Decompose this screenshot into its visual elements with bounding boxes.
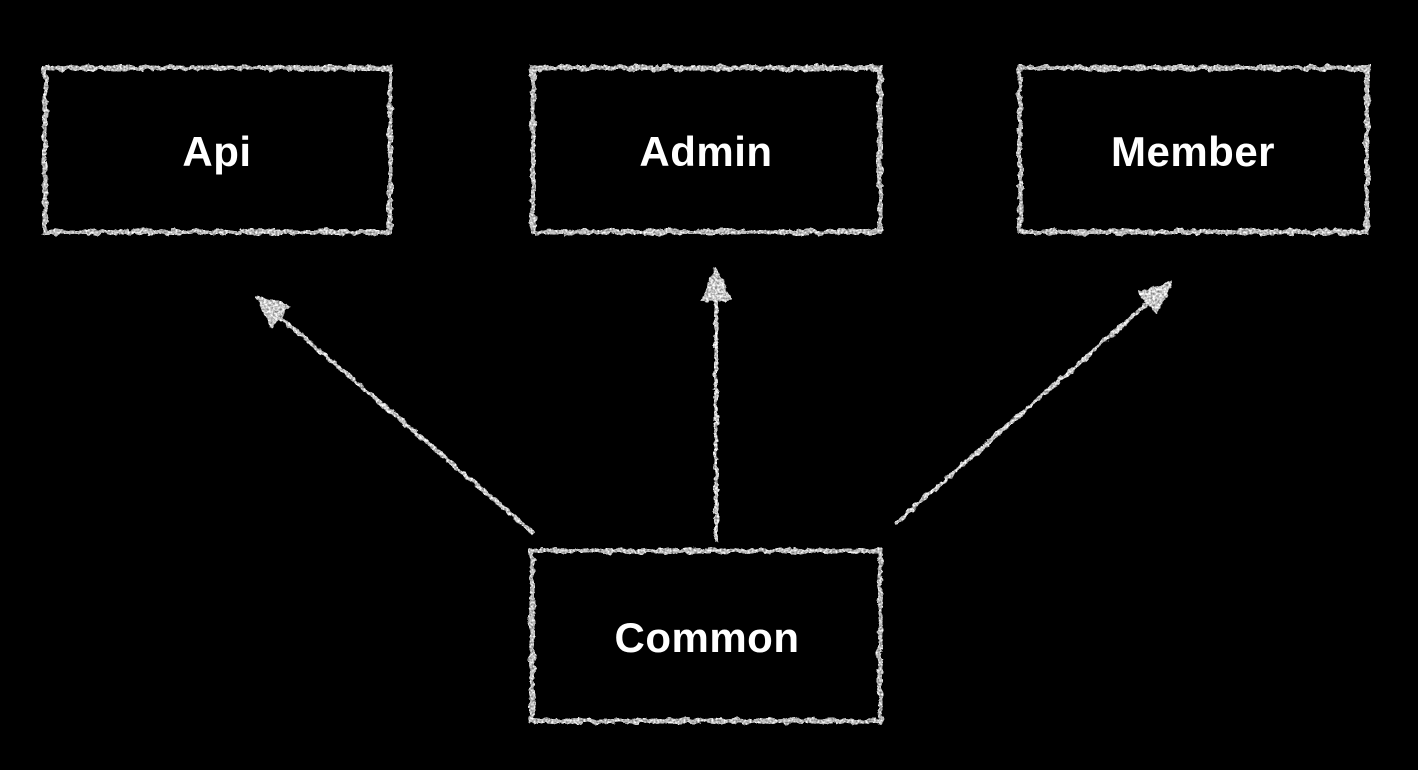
edge-common-to-member	[895, 281, 1173, 524]
node-admin-label: Admin	[639, 128, 772, 175]
node-common: Common	[529, 548, 883, 724]
edge-common-to-admin	[701, 267, 731, 542]
node-common-label: Common	[615, 614, 800, 661]
arrowhead-to-member-icon	[1138, 281, 1173, 314]
node-admin: Admin	[530, 65, 883, 235]
node-member-box	[1017, 65, 1370, 235]
node-api-box	[42, 65, 393, 235]
node-member-label: Member	[1111, 128, 1275, 175]
node-common-box	[529, 548, 883, 724]
node-admin-box	[530, 65, 883, 235]
node-api: Api	[42, 65, 393, 235]
node-member: Member	[1017, 65, 1370, 235]
arrowhead-to-admin-icon	[701, 267, 731, 301]
edge-common-to-member-line	[895, 301, 1150, 524]
node-api-label: Api	[182, 128, 251, 175]
edge-common-to-api-line	[278, 315, 535, 535]
arrowhead-to-api-icon	[255, 295, 290, 328]
edge-common-to-api	[255, 295, 535, 535]
